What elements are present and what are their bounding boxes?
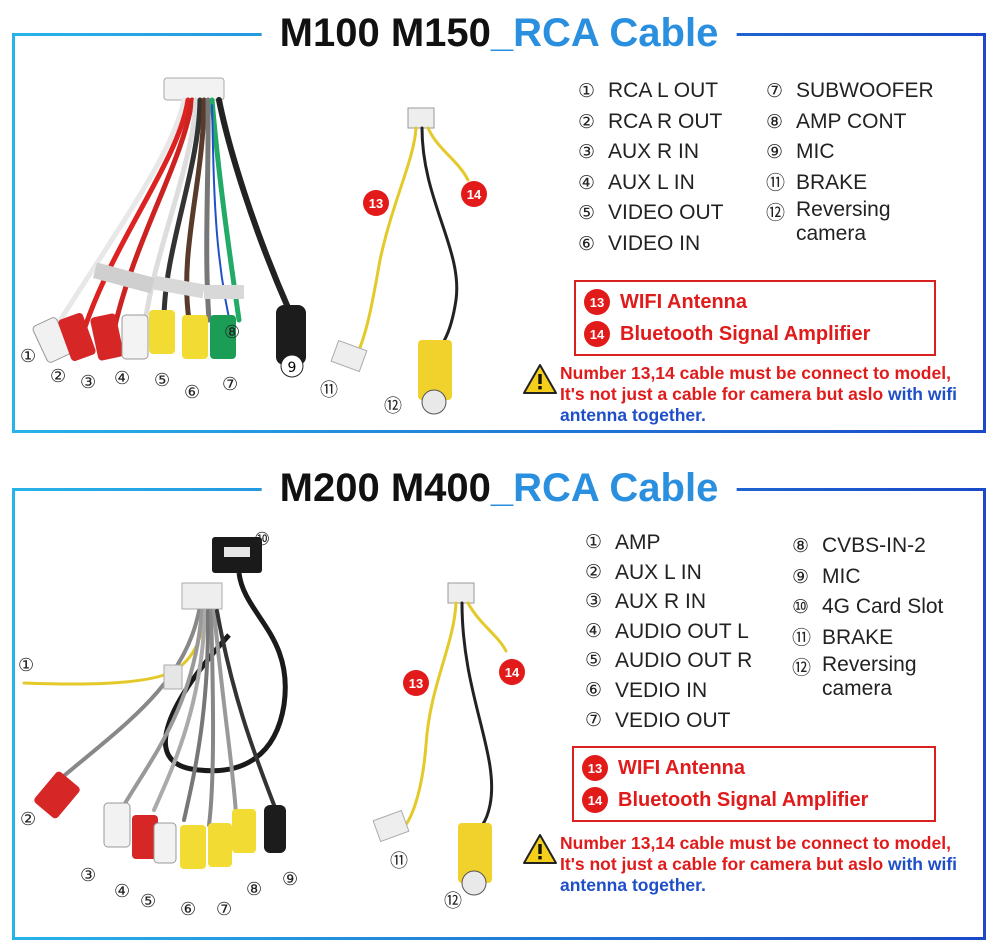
title-model: M200 M400 (279, 466, 491, 510)
callout-8: ⑧ (246, 879, 262, 900)
section-title: M200 M400_RCA Cable (261, 461, 737, 515)
badge-14: 14 (584, 321, 610, 347)
callout-8: ⑧ (224, 322, 240, 343)
warning-bottom: Number 13,14 cable must be connect to mo… (520, 833, 960, 896)
badge-13: 13 (584, 289, 610, 315)
badge-13: 13 (582, 755, 608, 781)
callout-9: ⑨ (282, 869, 298, 890)
callout-1: ① (18, 655, 34, 676)
callout-11: ⑪ (320, 380, 338, 401)
callout-5: ⑤ (154, 370, 170, 391)
callout-3: ③ (80, 865, 96, 886)
callout-13: 13 (369, 196, 383, 211)
warning-icon (523, 834, 557, 864)
warning-icon (523, 364, 557, 394)
title-suffix: _RCA Cable (490, 466, 719, 510)
rca-harness-photo-bottom: ① ② ③ ④ ⑤ ⑥ ⑦ ⑧ ⑨ ⑩ (18, 529, 298, 920)
callout-13: 13 (409, 676, 423, 691)
warning-text: Number 13,14 cable must be connect to mo… (560, 833, 951, 874)
camera-wifi-cable-photo-top: 13 14 ⑪ ⑫ (320, 107, 487, 417)
badge-14: 14 (582, 787, 608, 813)
callout-12: ⑫ (444, 891, 462, 912)
callout-10: ⑩ (254, 529, 270, 550)
camera-wifi-cable-photo-bottom: 13 14 ⑪ ⑫ (372, 582, 525, 912)
callout-14: 14 (505, 665, 520, 680)
warning-highlight: with wifi antenna together. (560, 384, 958, 425)
title-suffix: _RCA Cable (490, 11, 719, 55)
callout-6: ⑥ (184, 382, 200, 403)
callout-6: ⑥ (180, 899, 196, 920)
callout-1: ① (20, 346, 36, 367)
rca-harness-photo-top: ① ② ③ ④ ⑤ ⑥ ⑦ ⑧ 9 (20, 77, 306, 403)
callout-4: ④ (114, 368, 130, 389)
callout-2: ② (50, 366, 66, 387)
callout-11: ⑪ (390, 851, 408, 872)
callout-3: ③ (80, 372, 96, 393)
warning-highlight: with wifi antenna together. (560, 854, 958, 895)
warning-top: Number 13,14 cable must be connect to mo… (520, 363, 960, 426)
callout-12: ⑫ (384, 396, 402, 417)
callout-2: ② (20, 809, 36, 830)
callout-5: ⑤ (140, 891, 156, 912)
title-model: M100 M150 (279, 11, 491, 55)
section-title: M100 M150_RCA Cable (261, 6, 737, 60)
callout-7: ⑦ (216, 899, 232, 920)
callout-7: ⑦ (222, 374, 238, 395)
callout-9: 9 (288, 360, 297, 376)
callout-4: ④ (114, 881, 130, 902)
callout-14: 14 (467, 187, 482, 202)
warning-text: Number 13,14 cable must be connect to mo… (560, 363, 951, 404)
